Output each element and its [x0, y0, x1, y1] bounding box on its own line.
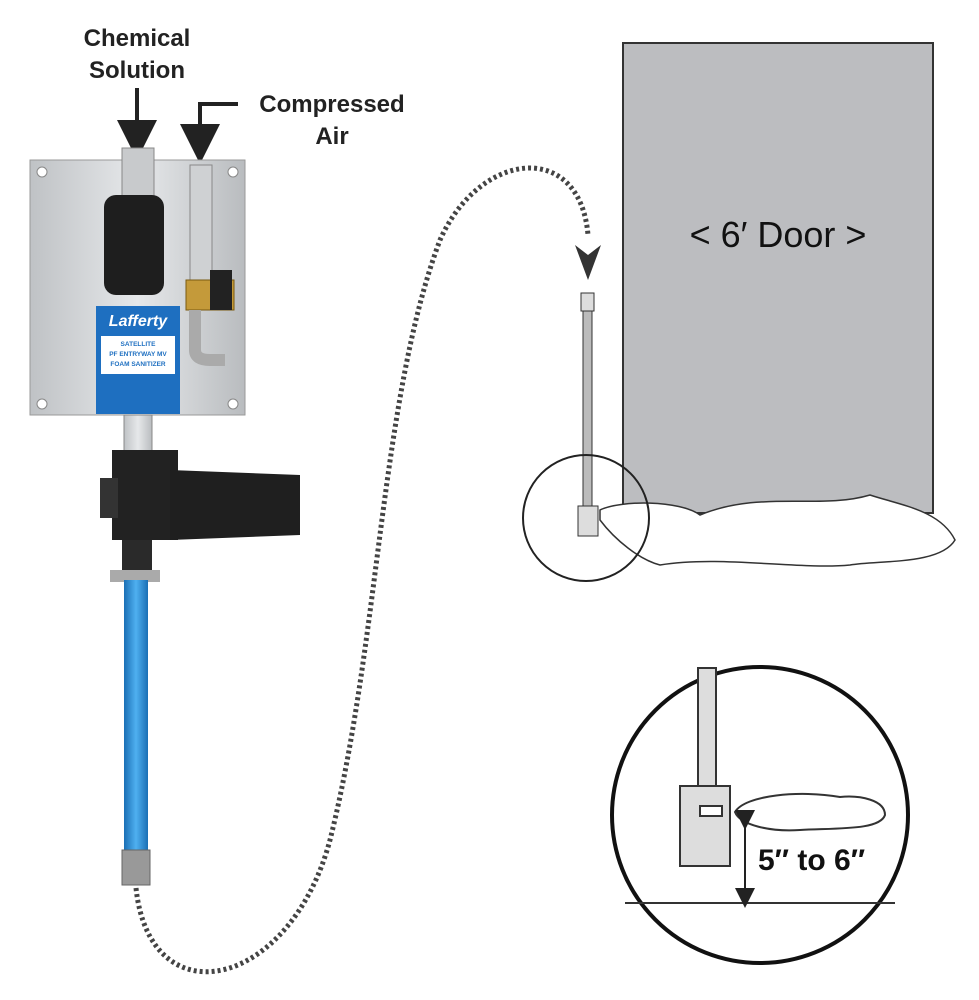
detail-circle-small	[522, 454, 650, 582]
brand-text: Lafferty	[109, 313, 168, 330]
label-line3: FOAM SANITIZER	[110, 361, 166, 368]
chemical-solution-label: Chemical	[84, 25, 191, 52]
air-arrow	[180, 102, 238, 164]
pump	[104, 195, 164, 295]
foam-unit: Lafferty SATELLITE PF ENTRYWAY MV FOAM S…	[29, 147, 300, 886]
foamer-body	[112, 450, 178, 540]
height-label: 5″ to 6″	[758, 844, 865, 877]
compressed-air-label: Compressed	[259, 91, 404, 118]
label-line1: SATELLITE	[121, 341, 157, 348]
chemical-solution-label-2: Solution	[89, 57, 185, 84]
wand	[582, 310, 593, 507]
compressed-air-label-2: Air	[315, 123, 348, 150]
door	[622, 42, 934, 514]
detail-inset: 5″ to 6″	[610, 665, 910, 965]
hose-line	[133, 165, 591, 975]
foam	[599, 494, 956, 567]
door-label: < 6′ Door >	[690, 214, 867, 255]
hose-arrow	[575, 245, 601, 280]
blue-hose	[124, 580, 148, 850]
label-line2: PF ENTRYWAY MV	[109, 351, 167, 358]
